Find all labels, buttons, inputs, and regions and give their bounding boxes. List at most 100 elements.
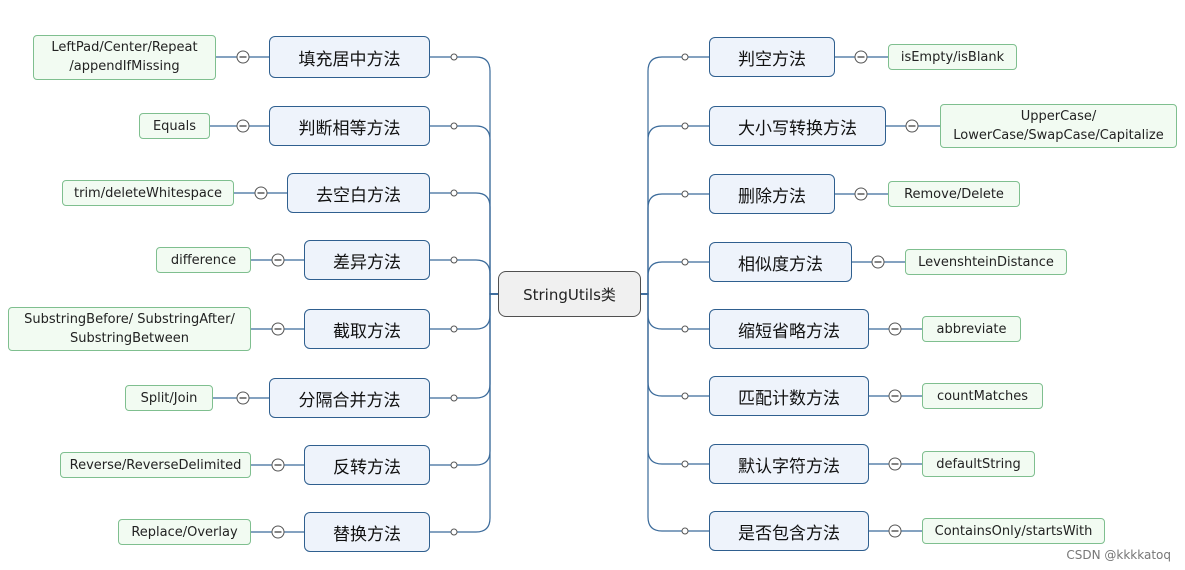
detail-right-6-label: defaultString (936, 456, 1021, 472)
method-left-4-label: 截取方法 (333, 321, 401, 342)
collapse-icon-left-3[interactable] (271, 253, 285, 267)
node-dot-right-2 (681, 190, 689, 198)
connector-left-7 (454, 293, 498, 533)
node-dot-right-5 (681, 392, 689, 400)
detail-left-0-label: LeftPad/Center/Repeat /appendIfMissing (51, 40, 198, 74)
detail-right-4-label: abbreviate (936, 321, 1007, 337)
method-right-3-label: 相似度方法 (738, 254, 823, 275)
method-left-3[interactable]: 差异方法 (304, 240, 430, 280)
collapse-icon-right-6[interactable] (888, 457, 902, 471)
watermark: CSDN @kkkkatoq (1066, 548, 1171, 562)
method-right-3[interactable]: 相似度方法 (709, 242, 852, 282)
method-right-1-label: 大小写转换方法 (738, 118, 857, 139)
method-right-5-label: 匹配计数方法 (738, 388, 840, 409)
connector-left-0 (454, 56, 498, 295)
method-right-4[interactable]: 缩短省略方法 (709, 309, 869, 349)
node-dot-left-1 (450, 122, 458, 130)
method-right-6[interactable]: 默认字符方法 (709, 444, 869, 484)
node-dot-left-3 (450, 256, 458, 264)
method-right-0-label: 判空方法 (738, 49, 806, 70)
detail-right-7[interactable]: ContainsOnly/startsWith (922, 518, 1105, 544)
connector-left-1 (454, 125, 498, 295)
method-right-7-label: 是否包含方法 (738, 523, 840, 544)
collapse-icon-left-0[interactable] (236, 50, 250, 64)
collapse-icon-right-3[interactable] (871, 255, 885, 269)
detail-right-1-label: UpperCase/ LowerCase/SwapCase/Capitalize (953, 109, 1164, 143)
collapse-icon-left-7[interactable] (271, 525, 285, 539)
collapse-icon-left-1[interactable] (236, 119, 250, 133)
detail-left-0[interactable]: LeftPad/Center/Repeat /appendIfMissing (33, 34, 216, 80)
node-dot-left-7 (450, 528, 458, 536)
detail-right-1[interactable]: UpperCase/ LowerCase/SwapCase/Capitalize (940, 104, 1177, 148)
method-left-4[interactable]: 截取方法 (304, 309, 430, 349)
detail-left-2-label: trim/deleteWhitespace (74, 185, 222, 201)
connector-right-1 (641, 125, 685, 295)
method-right-6-label: 默认字符方法 (738, 456, 840, 477)
collapse-icon-left-5[interactable] (236, 391, 250, 405)
method-left-5[interactable]: 分隔合并方法 (269, 378, 430, 418)
method-left-6[interactable]: 反转方法 (304, 445, 430, 485)
method-left-5-label: 分隔合并方法 (298, 390, 401, 411)
detail-left-6[interactable]: Reverse/ReverseDelimited (60, 452, 251, 478)
collapse-icon-right-1[interactable] (905, 119, 919, 133)
method-right-7[interactable]: 是否包含方法 (709, 511, 869, 551)
connector-right-2 (641, 193, 685, 295)
method-right-2-label: 删除方法 (738, 186, 806, 207)
collapse-icon-right-0[interactable] (854, 50, 868, 64)
connector-left-6 (454, 293, 498, 466)
connector-left-3 (454, 259, 498, 295)
method-right-5[interactable]: 匹配计数方法 (709, 376, 869, 416)
detail-left-6-label: Reverse/ReverseDelimited (69, 457, 242, 473)
node-dot-left-4 (450, 325, 458, 333)
detail-right-6[interactable]: defaultString (922, 451, 1035, 477)
detail-right-2[interactable]: Remove/Delete (888, 181, 1020, 207)
connector-left-4 (454, 293, 498, 330)
method-left-7[interactable]: 替换方法 (304, 512, 430, 552)
detail-right-4[interactable]: abbreviate (922, 316, 1021, 342)
method-left-0-label: 填充居中方法 (298, 49, 401, 70)
detail-right-7-label: ContainsOnly/startsWith (934, 523, 1093, 539)
detail-right-3[interactable]: LevenshteinDistance (905, 249, 1067, 275)
connector-right-0 (641, 56, 685, 295)
detail-left-7-label: Replace/Overlay (131, 524, 238, 540)
collapse-icon-left-2[interactable] (254, 186, 268, 200)
collapse-icon-left-4[interactable] (271, 322, 285, 336)
detail-right-0[interactable]: isEmpty/isBlank (888, 44, 1017, 70)
method-left-0[interactable]: 填充居中方法 (269, 36, 430, 78)
method-right-0[interactable]: 判空方法 (709, 37, 835, 77)
connector-right-7 (641, 293, 685, 532)
detail-right-5[interactable]: countMatches (922, 383, 1043, 409)
method-right-2[interactable]: 删除方法 (709, 174, 835, 214)
detail-left-1[interactable]: Equals (139, 113, 210, 139)
collapse-icon-right-5[interactable] (888, 389, 902, 403)
node-dot-right-6 (681, 460, 689, 468)
detail-left-3-label: difference (170, 252, 237, 268)
collapse-icon-right-4[interactable] (888, 322, 902, 336)
root-node[interactable]: StringUtils类 (498, 271, 641, 317)
collapse-icon-right-2[interactable] (854, 187, 868, 201)
collapse-icon-right-7[interactable] (888, 524, 902, 538)
method-left-3-label: 差异方法 (333, 252, 401, 273)
method-left-1-label: 判断相等方法 (298, 118, 401, 139)
detail-left-2[interactable]: trim/deleteWhitespace (62, 180, 234, 206)
detail-right-0-label: isEmpty/isBlank (900, 49, 1005, 65)
detail-right-5-label: countMatches (936, 388, 1029, 404)
node-dot-right-3 (681, 258, 689, 266)
node-dot-right-0 (681, 53, 689, 61)
method-right-1[interactable]: 大小写转换方法 (709, 106, 886, 146)
method-left-2[interactable]: 去空白方法 (287, 173, 430, 213)
node-dot-right-4 (681, 325, 689, 333)
detail-left-5-label: Split/Join (140, 390, 198, 406)
collapse-icon-left-6[interactable] (271, 458, 285, 472)
method-left-1[interactable]: 判断相等方法 (269, 106, 430, 146)
method-right-4-label: 缩短省略方法 (738, 321, 840, 342)
node-dot-left-6 (450, 461, 458, 469)
detail-left-7[interactable]: Replace/Overlay (118, 519, 251, 545)
detail-right-3-label: LevenshteinDistance (918, 254, 1054, 270)
detail-left-4[interactable]: SubstringBefore/ SubstringAfter/ Substri… (8, 307, 251, 351)
node-dot-left-2 (450, 189, 458, 197)
node-dot-left-0 (450, 53, 458, 61)
detail-left-5[interactable]: Split/Join (125, 385, 213, 411)
detail-left-3[interactable]: difference (156, 247, 251, 273)
